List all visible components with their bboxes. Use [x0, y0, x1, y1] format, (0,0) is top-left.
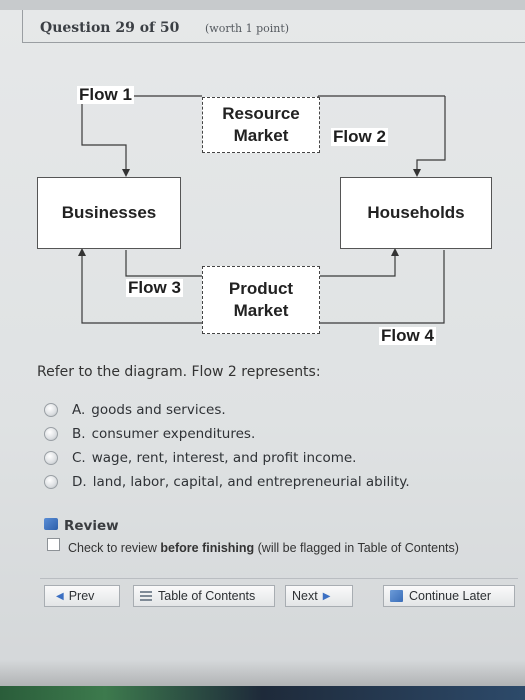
- review-title: Review: [64, 518, 119, 534]
- question-title: Question 29 of 50: [40, 20, 180, 36]
- choice-a[interactable]: A. goods and services.: [44, 398, 410, 422]
- choice-letter: D.: [72, 474, 87, 490]
- households-box: Households: [340, 177, 492, 249]
- flow4-arrow: [391, 248, 399, 256]
- radio-button[interactable]: [44, 403, 58, 417]
- flow1-line: [81, 95, 202, 175]
- choice-text: goods and services.: [91, 402, 226, 418]
- flow4-label: Flow 4: [379, 326, 436, 345]
- choice-text: land, labor, capital, and entrepreneuria…: [92, 474, 410, 490]
- flow3-label: Flow 3: [126, 278, 183, 297]
- navigation-bar: [40, 578, 518, 617]
- continue-later-label: Continue Later: [409, 589, 492, 603]
- resource-market-label: Resource: [222, 104, 300, 123]
- answer-choices: A. goods and services. B. consumer expen…: [44, 398, 410, 494]
- flow2-line: [416, 96, 446, 175]
- choice-letter: C.: [72, 450, 86, 466]
- flow2-arrow: [413, 169, 421, 177]
- review-instructions: Check to review before finishing (will b…: [68, 541, 459, 555]
- next-label: Next: [292, 589, 318, 603]
- flow4-outer-line: [318, 250, 445, 324]
- toc-label: Table of Contents: [158, 589, 256, 603]
- flow4-line: [318, 250, 396, 277]
- businesses-box: Businesses: [37, 177, 181, 249]
- product-market-box: Product Market: [202, 266, 320, 334]
- continue-later-button[interactable]: Continue Later: [383, 585, 515, 607]
- choice-text: consumer expenditures.: [91, 426, 256, 442]
- product-market-label: Product: [228, 279, 294, 298]
- review-text-bold: before finishing: [160, 541, 255, 555]
- product-market-label: Market: [233, 301, 289, 320]
- circular-flow-diagram: Resource Market Product Market Businesse…: [37, 85, 492, 345]
- flag-icon: [44, 518, 58, 530]
- radio-button[interactable]: [44, 475, 58, 489]
- taskbar: [0, 686, 525, 700]
- flow3-line: [125, 250, 202, 277]
- resource-market-box: Resource Market: [202, 97, 320, 153]
- question-worth: (worth 1 point): [205, 22, 290, 35]
- flow3-outer-line: [81, 250, 202, 324]
- flow1-arrow: [122, 169, 130, 177]
- left-arrow-icon: ◀: [56, 590, 64, 602]
- resource-market-label: Market: [233, 126, 289, 145]
- radio-button[interactable]: [44, 427, 58, 441]
- review-text-post: (will be flagged in Table of Contents): [254, 541, 459, 555]
- top-bar: [0, 0, 525, 10]
- flow3-arrow: [78, 248, 86, 256]
- choice-c[interactable]: C. wage, rent, interest, and profit inco…: [44, 446, 410, 470]
- header-divider: [22, 10, 23, 43]
- header-divider: [22, 42, 525, 43]
- next-button[interactable]: Next ▶: [285, 585, 353, 607]
- radio-button[interactable]: [44, 451, 58, 465]
- right-arrow-icon: ▶: [322, 590, 331, 602]
- table-of-contents-button[interactable]: Table of Contents: [133, 585, 275, 607]
- choice-d[interactable]: D. land, labor, capital, and entrepreneu…: [44, 470, 410, 494]
- choice-text: wage, rent, interest, and profit income.: [91, 450, 357, 466]
- choice-b[interactable]: B. consumer expenditures.: [44, 422, 410, 446]
- review-text-pre: Check to review: [68, 541, 161, 555]
- review-checkbox[interactable]: [47, 538, 60, 551]
- prev-button[interactable]: ◀ Prev: [44, 585, 120, 607]
- save-icon: [390, 590, 403, 602]
- list-icon: [140, 591, 152, 601]
- flow1-label: Flow 1: [77, 85, 134, 104]
- question-prompt: Refer to the diagram. Flow 2 represents:: [37, 364, 321, 380]
- choice-letter: B.: [72, 426, 86, 442]
- flow2-label: Flow 2: [331, 127, 388, 146]
- choice-letter: A.: [72, 402, 86, 418]
- prev-label: Prev: [68, 589, 95, 603]
